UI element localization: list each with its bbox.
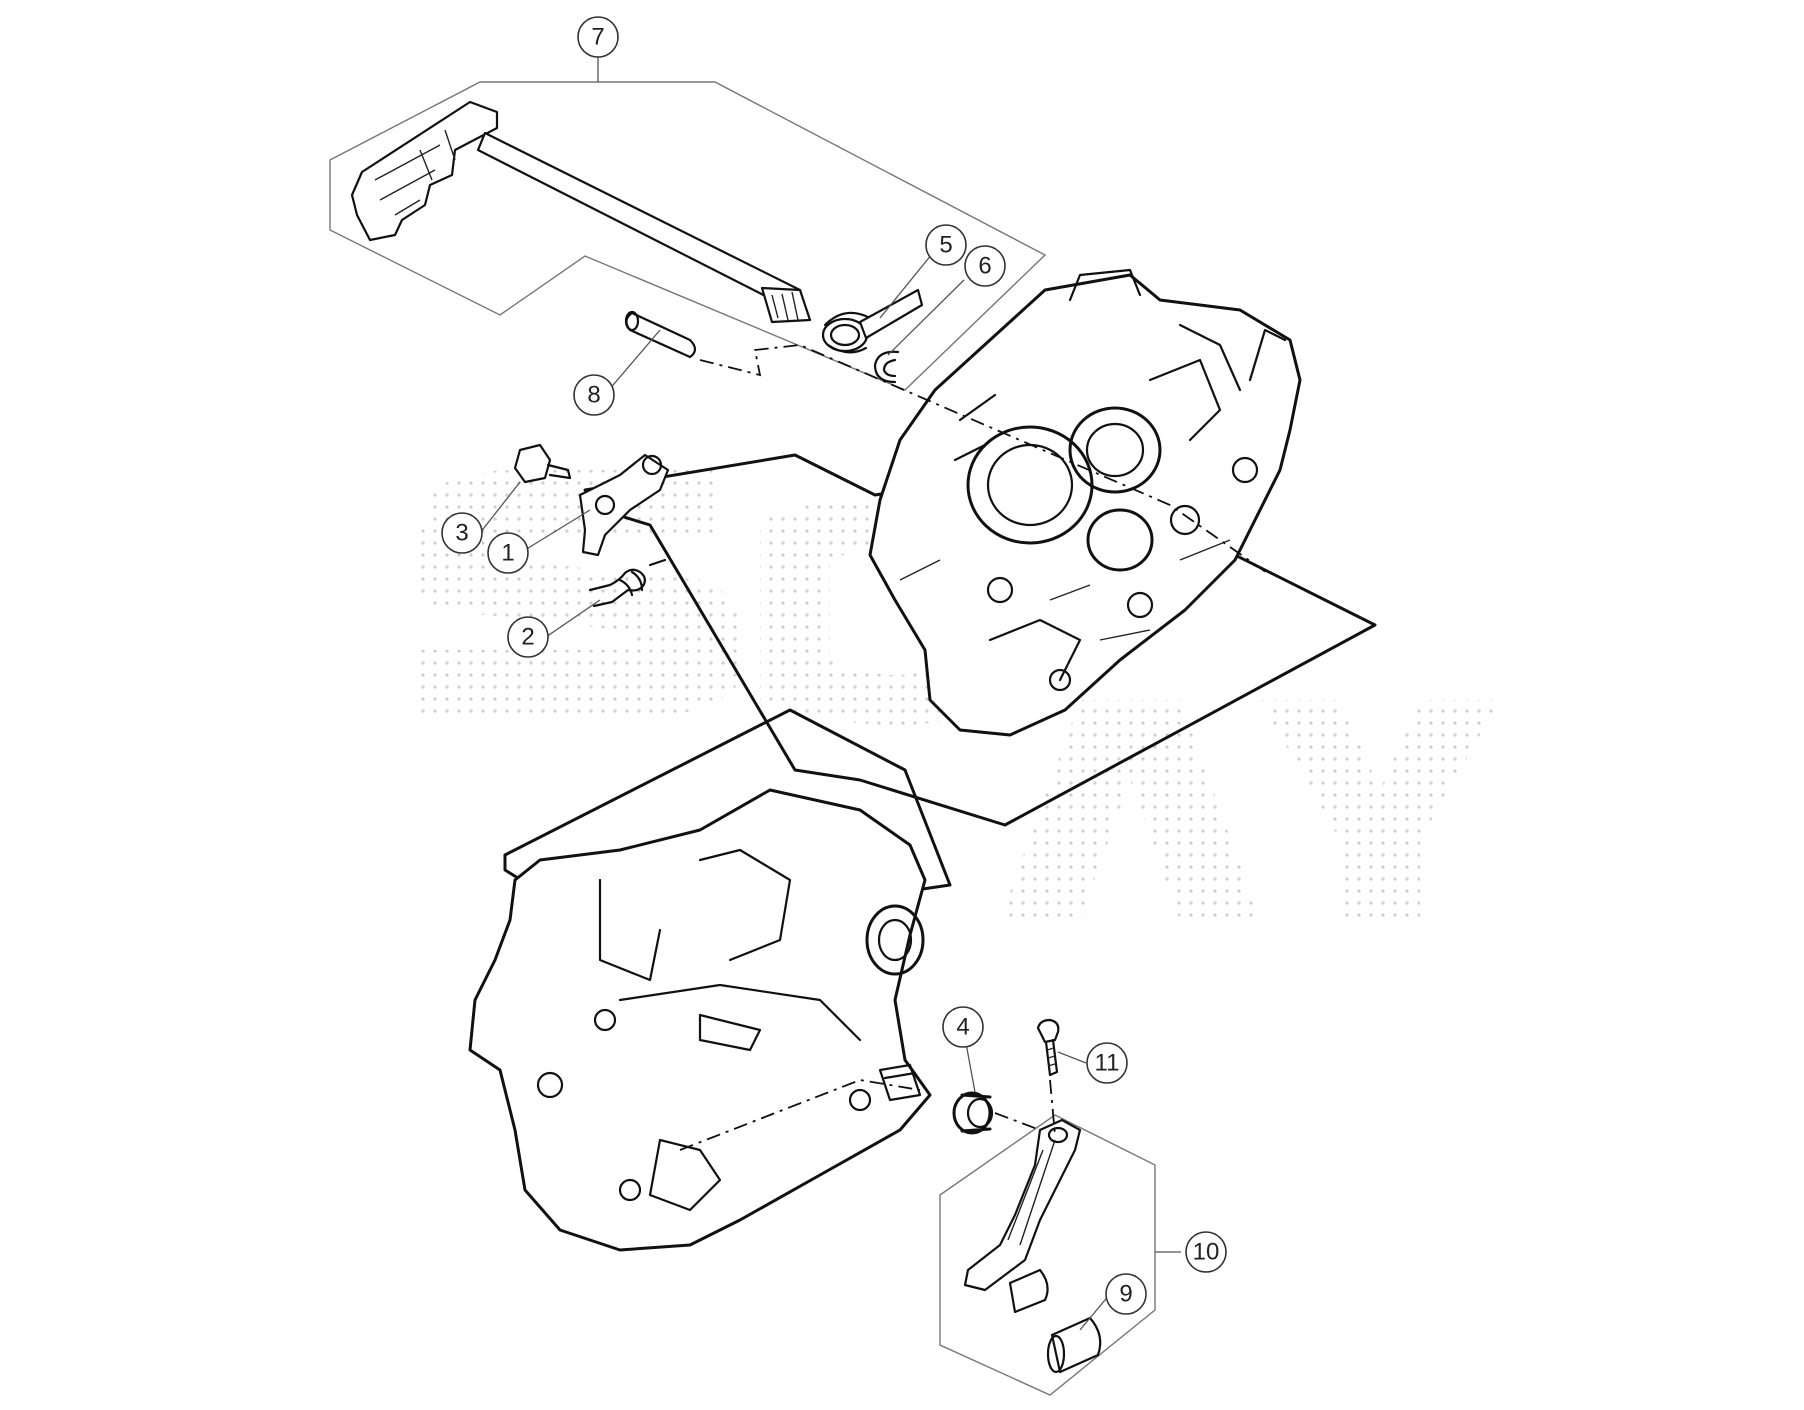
svg-text:9: 9 [1119,1281,1132,1308]
callout-4[interactable]: 4 [942,1006,984,1048]
callout-6[interactable]: 6 [964,245,1006,287]
svg-text:10: 10 [1193,1239,1220,1266]
pedal-bolt [1036,1018,1060,1077]
oil-seal [952,1091,994,1135]
callouts: 7 5 6 8 3 1 2 4 [441,16,1227,1315]
svg-text:3: 3 [455,520,468,547]
stopper-arm [578,453,670,557]
callout-7[interactable]: 7 [577,16,619,58]
shift-pedal [963,1118,1082,1314]
circlip [873,350,900,384]
callout-11[interactable]: 11 [1086,1042,1128,1084]
callout-3[interactable]: 3 [441,512,483,554]
alignment-lines [699,344,1271,1136]
callout-1[interactable]: 1 [487,532,529,574]
gasket-outline-left-case [503,708,952,937]
shift-shaft-arm [350,100,499,242]
gasket-outline-right-case [583,453,1377,827]
pedal-rubber [1046,1316,1102,1374]
callout-10[interactable]: 10 [1185,1231,1227,1273]
return-spring [821,288,924,354]
shift-shaft [350,100,812,324]
svg-text:2: 2 [521,624,534,651]
shift-shaft-spline [760,286,812,324]
stopper-bolt [513,443,552,484]
svg-text:8: 8 [587,382,600,409]
collar-pin [624,310,697,359]
svg-text:6: 6 [978,253,991,280]
right-crankcase [868,268,1302,737]
callout-9[interactable]: 9 [1105,1273,1147,1315]
svg-text:7: 7 [591,24,604,51]
frame-shift-pedal [939,1114,1156,1396]
pedal-rubber-on-arm [1008,1268,1049,1314]
callout-5[interactable]: 5 [925,224,967,266]
stopper-arm-assembly [513,443,670,608]
stopper-spring [588,568,647,608]
assembly-frames [329,81,1377,1396]
svg-text:1: 1 [501,540,514,567]
left-crankcase [468,788,932,1252]
frame-shift-shaft [329,81,1047,391]
callout-2[interactable]: 2 [507,616,549,658]
svg-text:5: 5 [939,232,952,259]
svg-text:4: 4 [956,1014,969,1041]
shift-shaft-rod [476,131,802,312]
callout-8[interactable]: 8 [573,374,615,416]
svg-text:11: 11 [1095,1050,1120,1077]
